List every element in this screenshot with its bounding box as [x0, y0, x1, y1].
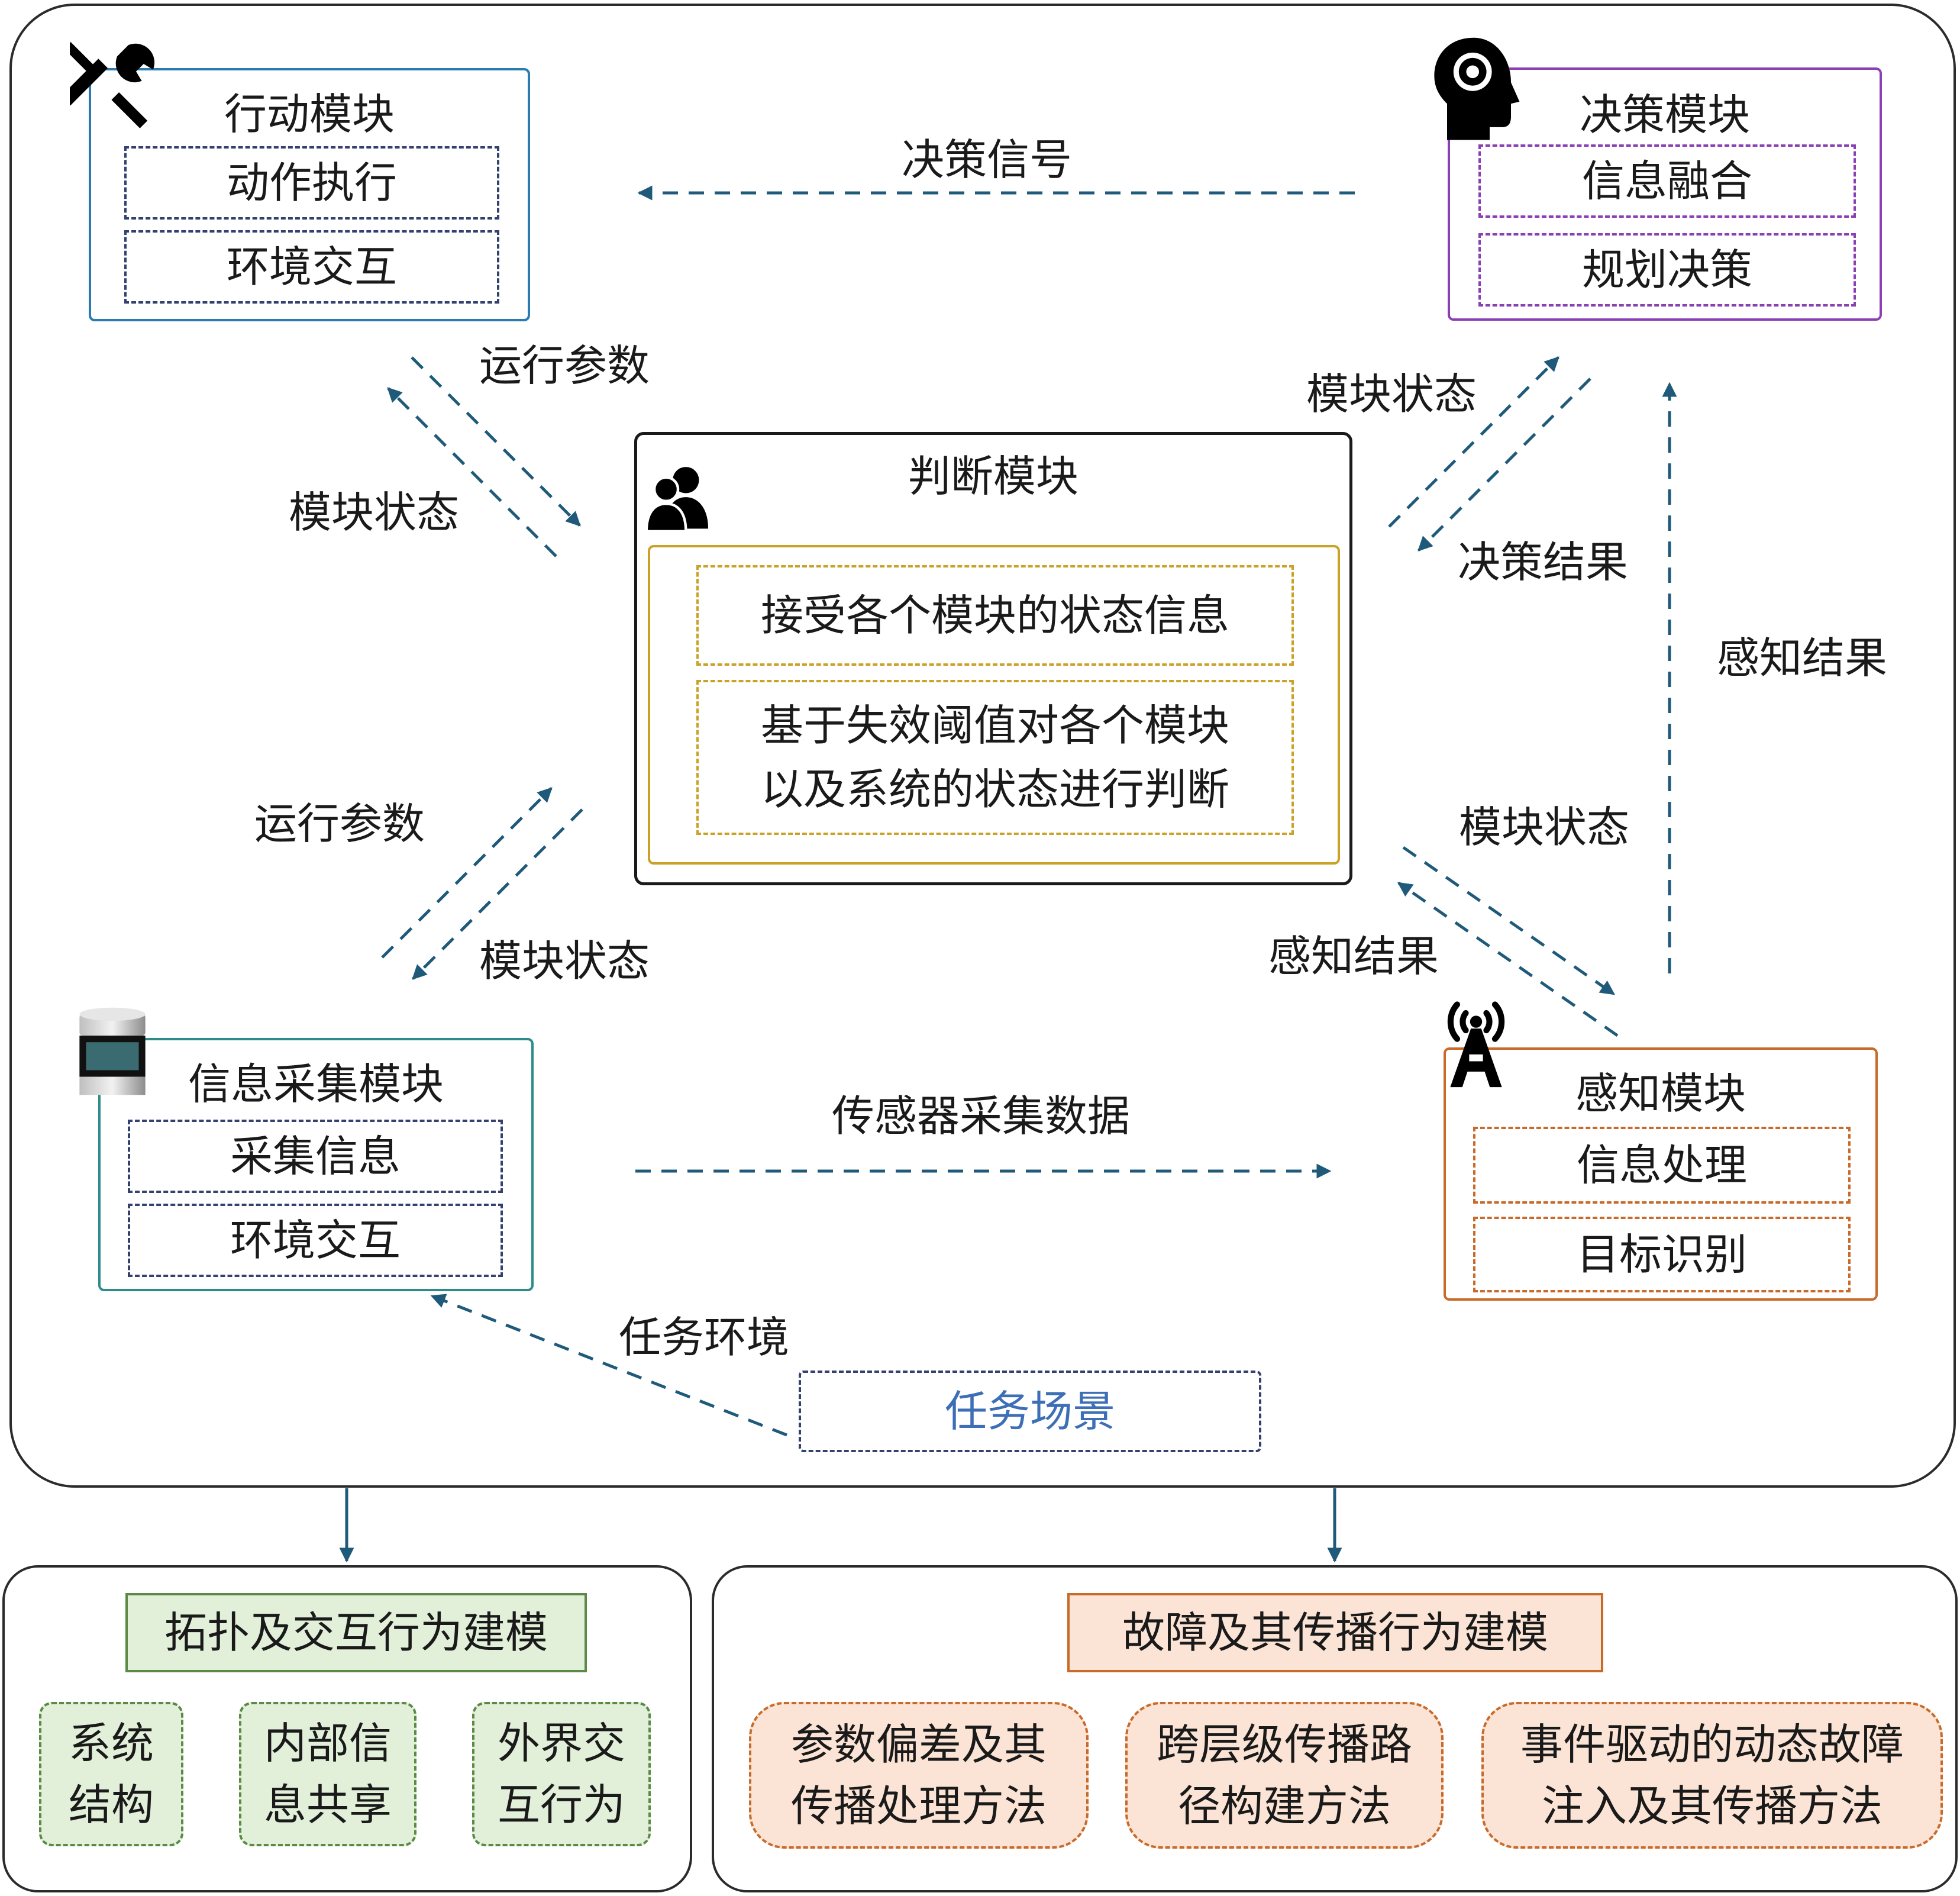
collect-module-title: 信息采集模块: [188, 1059, 444, 1109]
task-scene-box: 任务场景: [799, 1371, 1261, 1452]
perceive-module-title: 感知模块: [1575, 1069, 1746, 1118]
judge-inner-panel: 接受各个模块的状态信息 基于失效阈值对各个模块 以及系统的状态进行判断: [648, 545, 1340, 865]
action-item-env-interact: 环境交互: [124, 230, 499, 304]
topology-item-info-sharing: 内部信 息共享: [239, 1702, 416, 1846]
judge-item-threshold-judge: 基于失效阈值对各个模块 以及系统的状态进行判断: [696, 680, 1294, 835]
label-perception-result-right: 感知结果: [1716, 633, 1888, 683]
arrow-task-env: [430, 1294, 787, 1437]
judge-item-receive-state: 接受各个模块的状态信息: [696, 565, 1294, 666]
decision-item-fusion: 信息融合: [1478, 144, 1856, 218]
label-module-state-top-right: 模块状态: [1306, 369, 1477, 419]
fault-item-parameter-deviation: 参数偏差及其 传播处理方法: [749, 1702, 1089, 1849]
label-task-env: 任务环境: [618, 1313, 790, 1362]
arrow-state-bottom-right: [1402, 846, 1616, 996]
label-module-state-top-left: 模块状态: [288, 488, 460, 537]
wrench-screwdriver-icon: [60, 36, 164, 130]
topology-item-external-interaction: 外界交 互行为: [472, 1702, 651, 1846]
decision-module-title: 决策模块: [1579, 90, 1750, 140]
topology-modeling-panel: [2, 1565, 692, 1892]
arrow-perception-result-bottom: [1397, 881, 1619, 1037]
label-module-state-bottom-right: 模块状态: [1458, 802, 1630, 852]
label-perception-result-bottom: 感知结果: [1268, 931, 1439, 981]
arrow-decision-result: [1417, 378, 1591, 552]
perceive-module: 感知模块 信息处理 目标识别: [1444, 1047, 1878, 1301]
action-module-title: 行动模块: [224, 89, 395, 139]
label-op-param-top: 运行参数: [479, 341, 650, 391]
collect-module: 信息采集模块 采集信息 环境交互: [98, 1038, 534, 1291]
radio-tower-icon: [1432, 994, 1520, 1089]
action-item-execute: 动作执行: [124, 146, 499, 220]
fault-modeling-panel: [712, 1565, 1958, 1892]
fault-item-event-driven-injection: 事件驱动的动态故障 注入及其传播方法: [1481, 1702, 1943, 1849]
label-sensor-data: 传感器采集数据: [831, 1091, 1131, 1141]
fault-modeling-title: 故障及其传播行为建模: [1067, 1593, 1603, 1672]
judge-module: 判断模块 接受各个模块的状态信息 基于失效阈值对各个模块 以及系统的状态进行判断: [634, 432, 1352, 885]
label-decision-signal: 决策信号: [901, 135, 1073, 185]
decision-item-planning: 规划决策: [1478, 233, 1856, 307]
perceive-item-recognition: 目标识别: [1473, 1217, 1851, 1292]
action-module: 行动模块 动作执行 环境交互: [89, 68, 530, 321]
arrow-state-top-left: [387, 387, 557, 557]
label-op-param-bottom: 运行参数: [254, 799, 425, 849]
decision-module: 决策模块 信息融合 规划决策: [1448, 67, 1882, 321]
judge-module-title: 判断模块: [908, 452, 1079, 501]
fault-item-cross-layer-path: 跨层级传播路 径构建方法: [1125, 1702, 1444, 1849]
arrow-op-param-top: [411, 356, 581, 527]
arrow-state-top-right: [1388, 356, 1559, 528]
label-module-state-bottom-left: 模块状态: [479, 936, 650, 986]
system-frame: [9, 4, 1956, 1488]
users-icon: [645, 460, 711, 533]
arrow-op-param-bottom: [381, 787, 553, 959]
collect-item-gather: 采集信息: [128, 1120, 503, 1193]
lidar-sensor-icon: [71, 1006, 154, 1101]
label-decision-result: 决策结果: [1457, 537, 1629, 587]
head-gear-icon: [1426, 33, 1532, 146]
topology-item-system-structure: 系统 结构: [39, 1702, 183, 1846]
collect-item-env-interact: 环境交互: [128, 1204, 503, 1277]
topology-modeling-title: 拓扑及交互行为建模: [125, 1593, 587, 1672]
arrow-state-bottom-left: [412, 808, 583, 980]
perceive-item-processing: 信息处理: [1473, 1127, 1851, 1204]
